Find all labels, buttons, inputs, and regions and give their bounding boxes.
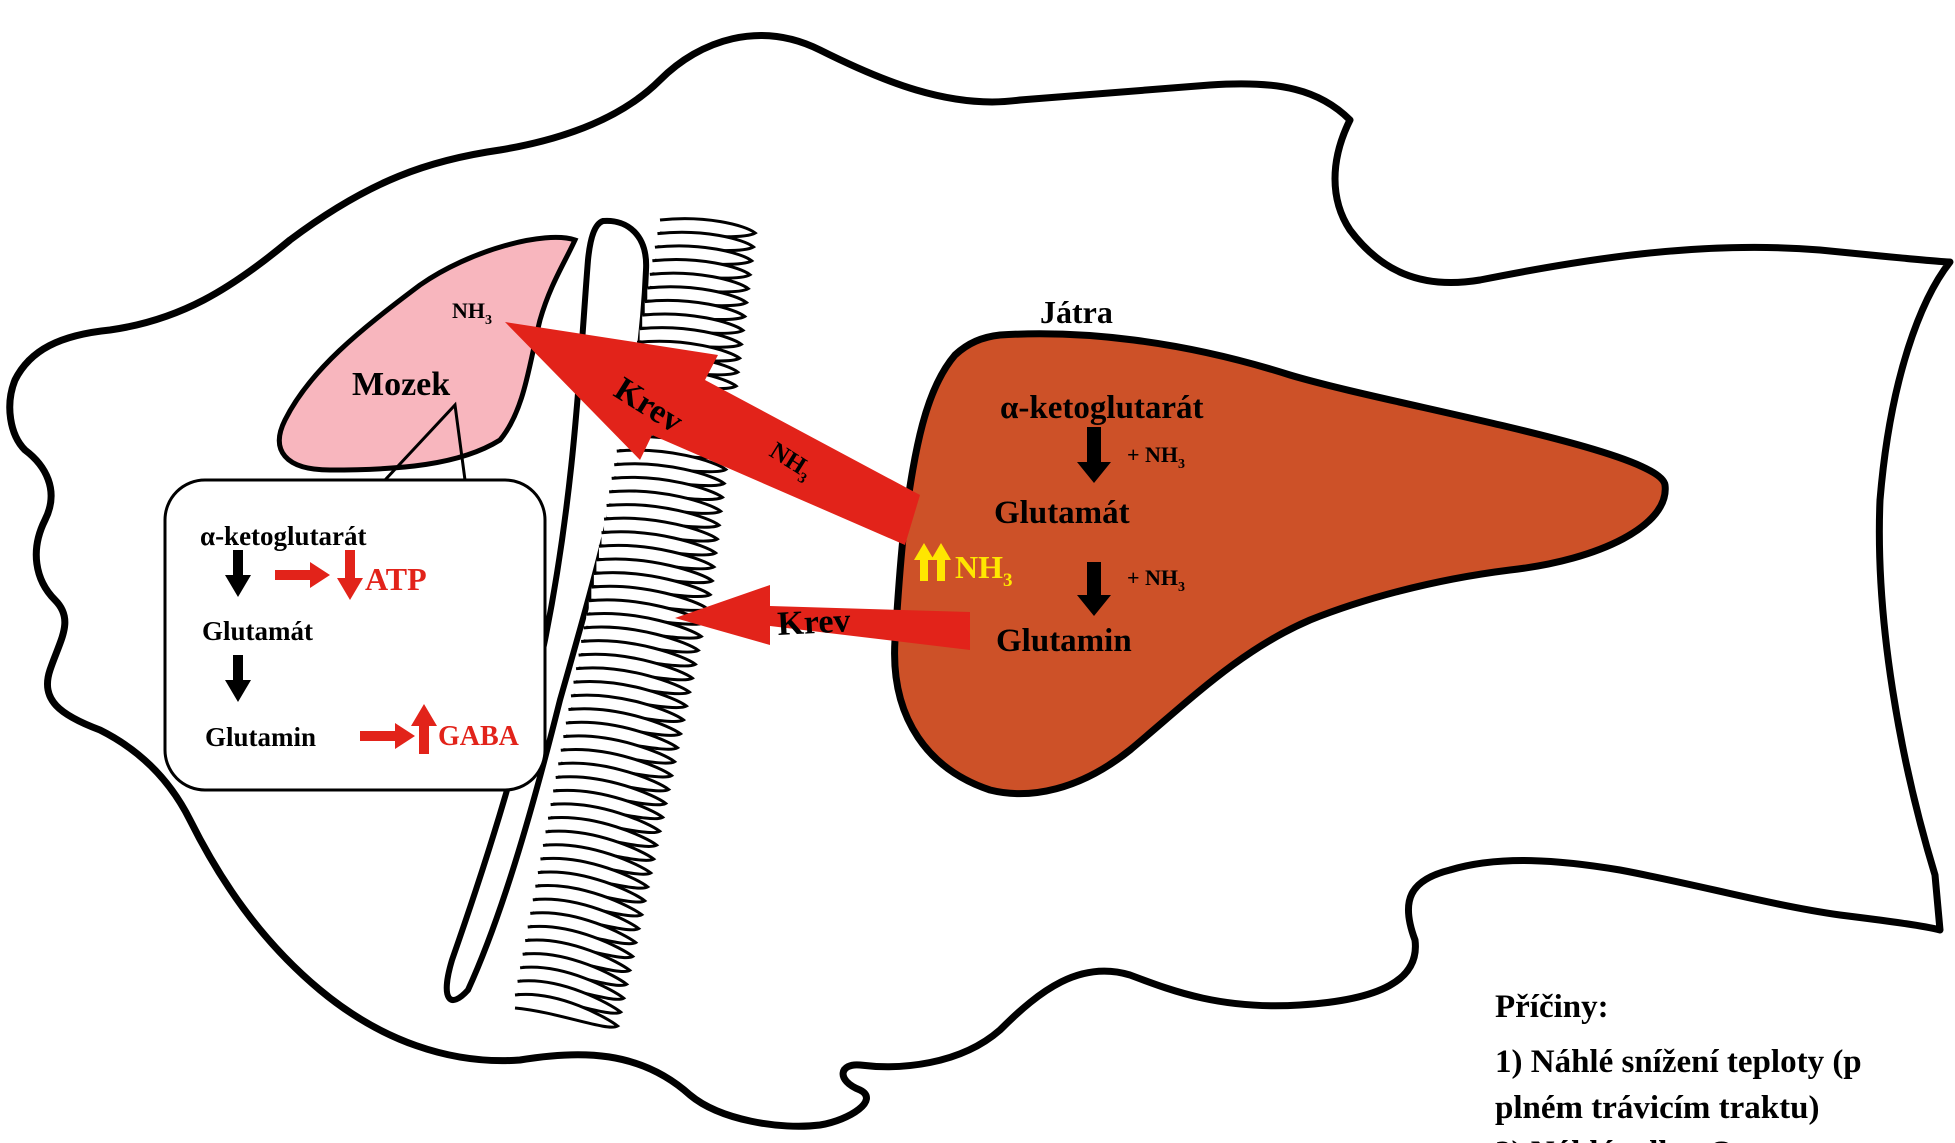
callout-gaba: GABA bbox=[438, 721, 520, 752]
causes-line-3: 2) Náhlý odlov O... bbox=[1495, 1135, 1759, 1143]
callout-atp: ATP bbox=[365, 561, 427, 597]
liver-substrate: α-ketoglutarát bbox=[1000, 390, 1204, 426]
causes-heading: Příčiny: bbox=[1495, 989, 1609, 1025]
callout-substrate: α-ketoglutarát bbox=[200, 521, 367, 551]
causes-line-1: 1) Náhlé snížení teploty (p bbox=[1495, 1044, 1862, 1080]
callout-glutamine: Glutamin bbox=[205, 722, 316, 752]
liver-glutamate: Glutamát bbox=[994, 495, 1130, 531]
liver-title: Játra bbox=[1040, 294, 1113, 330]
krev-label-lower: Krev bbox=[776, 602, 851, 643]
callout-glutamate: Glutamát bbox=[202, 616, 313, 646]
causes-line-2: plném trávicím traktu) bbox=[1495, 1090, 1819, 1126]
liver-glutamine: Glutamin bbox=[996, 623, 1132, 659]
brain-label: Mozek bbox=[352, 366, 450, 403]
